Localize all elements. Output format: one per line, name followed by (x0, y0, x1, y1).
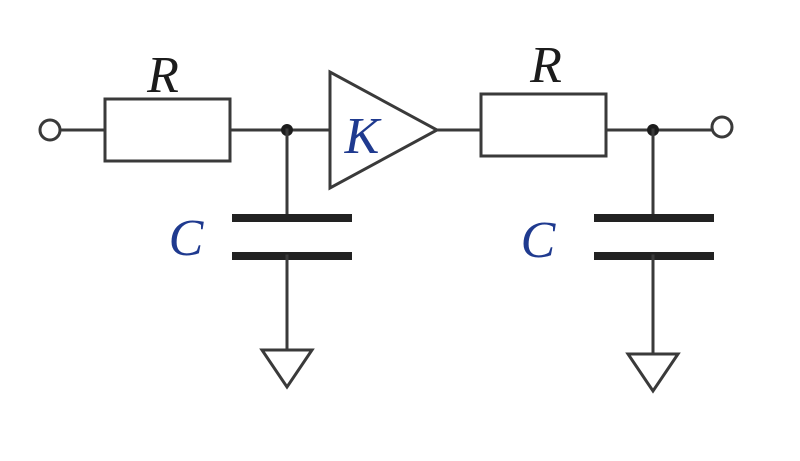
capacitor-1-label: C (169, 210, 205, 267)
input-terminal (38, 118, 62, 142)
resistor-2-label: R (529, 37, 562, 94)
ground-2-icon (625, 352, 681, 394)
capacitor-2-label: C (521, 212, 557, 269)
resistor-1-label: R (146, 47, 179, 104)
output-terminal (710, 115, 734, 139)
resistor-1 (103, 97, 232, 163)
amplifier-label: K (344, 108, 382, 165)
amplifier-triangle (328, 69, 441, 191)
ground-1-icon (259, 348, 315, 390)
resistor-2 (479, 92, 608, 158)
